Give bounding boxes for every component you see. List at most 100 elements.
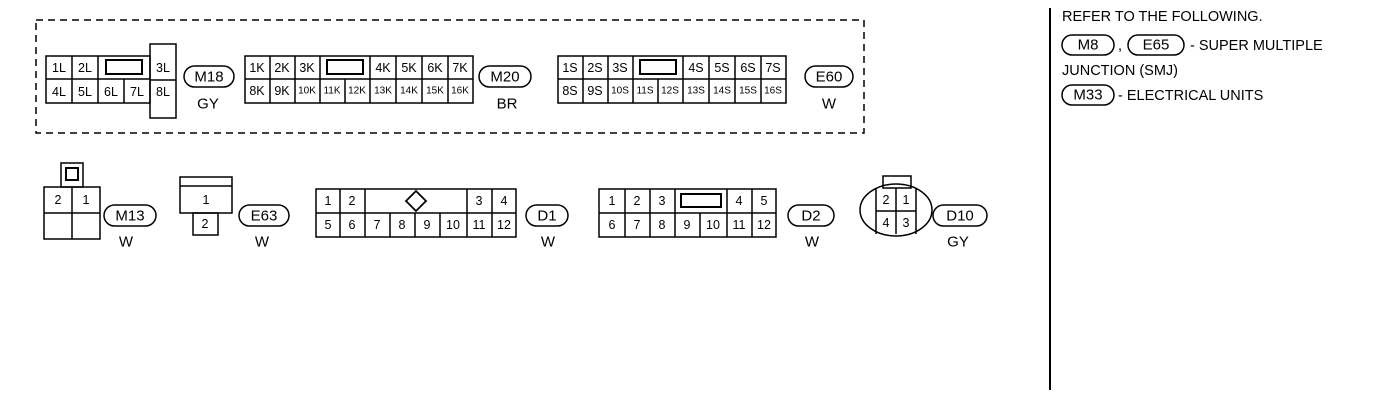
pin-label: 2K (274, 61, 290, 75)
pin-label: 6K (427, 61, 443, 75)
pin-label: 10 (446, 218, 460, 232)
connector-latch (326, 59, 364, 75)
pin-label: 11 (733, 218, 746, 232)
pin-label: 11S (636, 86, 653, 97)
note-badge-m33 (1061, 84, 1115, 106)
pin-label: 7L (130, 85, 144, 99)
pin-label: 16S (764, 86, 782, 97)
pin-label: 10 (706, 218, 720, 232)
pin-label: 13K (374, 86, 392, 97)
pin-label: 6 (609, 218, 616, 232)
connector-ref-id: E65 (1143, 37, 1170, 54)
pin-label: 1 (83, 193, 90, 207)
connector-d1-badge: D1 W (525, 204, 569, 251)
pin-label: 3 (903, 216, 910, 230)
connector-d1: 1 2 3 4 5 6 7 8 9 10 11 12 (315, 188, 517, 238)
wire-color-code: W (119, 234, 134, 251)
note-badge-m8 (1061, 34, 1115, 56)
pin-label: 11 (473, 218, 486, 232)
wire-color-code: W (255, 234, 270, 251)
connector-id: E60 (816, 69, 843, 86)
pin-label: 14S (713, 86, 731, 97)
connector-m13: 2 1 (43, 162, 101, 240)
pin-label: 2 (883, 193, 890, 207)
pin-label: 3S (612, 61, 627, 75)
connector-latch (680, 193, 722, 208)
pin-label: 13S (687, 86, 705, 97)
pin-label: 5 (761, 194, 768, 208)
wire-color-code: GY (197, 96, 219, 113)
pin-label: 7S (765, 61, 780, 75)
pin-label: 8K (249, 84, 265, 98)
pin-label: 6L (104, 85, 118, 99)
connector-d10: 2 1 4 3 (859, 175, 933, 237)
wire-color-code: GY (947, 234, 969, 251)
pin-label: 4S (688, 61, 703, 75)
pin-label: 2S (587, 61, 602, 75)
connector-id: M13 (115, 208, 144, 225)
connector-e60-badge: E60 W (804, 65, 854, 113)
connector-d2-badge: D2 W (787, 204, 835, 251)
connector-id: M18 (194, 69, 223, 86)
pin-label: 2L (78, 61, 92, 75)
pin-label: 9K (274, 84, 290, 98)
connector-id: D10 (946, 208, 974, 225)
connector-m18-badge: M18 GY (183, 65, 235, 113)
pin-label: 4 (501, 194, 508, 208)
pin-label: 1S (562, 61, 577, 75)
note-line-2: - SUPER MULTIPLE (1190, 38, 1323, 54)
wire-color-code: W (805, 234, 820, 251)
pin-label: 1 (903, 193, 910, 207)
pin-label: 8L (156, 85, 170, 99)
connector-ref-id: M8 (1078, 37, 1099, 54)
pin-label: 9 (684, 218, 691, 232)
connector-e63: 1 2 (179, 176, 233, 236)
connector-m20: 1K 2K 3K 4K 5K 6K 7K 8K 9K 10K 11K 12K 1… (244, 55, 474, 104)
note-separator: , (1118, 38, 1122, 54)
connector-id: D2 (801, 208, 820, 225)
pin-label: 9S (587, 84, 602, 98)
pin-label: 5S (714, 61, 729, 75)
pin-label: 3K (299, 61, 315, 75)
connector-e63-badge: E63 W (238, 204, 290, 251)
pin-label: 5 (325, 218, 332, 232)
pin-label: 4 (883, 216, 890, 230)
connector-id: D1 (537, 208, 556, 225)
note-line-4: - ELECTRICAL UNITS (1118, 88, 1263, 104)
pin-label: 1 (325, 194, 332, 208)
pin-label: 8S (562, 84, 577, 98)
pin-label: 9 (424, 218, 431, 232)
wire-color-code: BR (497, 96, 518, 113)
note-line-3: JUNCTION (SMJ) (1062, 63, 1178, 79)
connector-d10-badge: D10 GY (932, 204, 988, 251)
pin-label: 2 (634, 194, 641, 208)
pin-label: 4L (52, 85, 66, 99)
pin-label: 12 (757, 218, 771, 232)
note-line-1: REFER TO THE FOLLOWING. (1062, 9, 1263, 25)
reference-note: REFER TO THE FOLLOWING. M8 , E65 - SUPER… (1061, 9, 1323, 106)
wire-color-code: W (822, 96, 837, 113)
connector-e60: 1S 2S 3S 4S 5S 6S 7S 8S 9S 10S 11S 12S 1… (557, 55, 787, 104)
connector-key-diamond (404, 189, 428, 213)
pin-label: 5L (78, 85, 92, 99)
pin-label: 7 (374, 218, 381, 232)
pin-label: 12 (497, 218, 511, 232)
pin-label: 2 (202, 217, 209, 231)
pin-label: 11K (323, 86, 340, 97)
pin-label: 6S (740, 61, 755, 75)
pin-label: 10S (611, 86, 629, 97)
connector-ref-id: M33 (1073, 87, 1102, 104)
pin-label: 1 (609, 194, 616, 208)
pin-label: 10K (298, 86, 316, 97)
pin-label: 3 (476, 194, 483, 208)
connector-id: E63 (251, 208, 278, 225)
pin-label: 2 (349, 194, 356, 208)
connector-d2: 1 2 3 4 5 6 7 8 9 10 11 12 (598, 188, 777, 238)
wire-color-code: W (541, 234, 556, 251)
pin-label: 4 (736, 194, 743, 208)
connector-latch (105, 59, 143, 75)
connector-m20-badge: M20 BR (478, 65, 532, 113)
connector-latch (65, 167, 79, 181)
pin-label: 15S (739, 86, 757, 97)
pin-label: 12S (661, 86, 679, 97)
